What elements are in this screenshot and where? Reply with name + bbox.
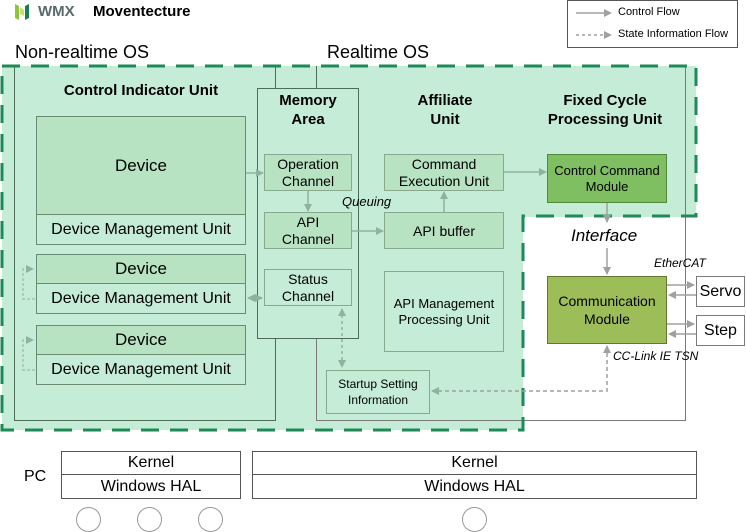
dashed-arrow-icon (576, 31, 612, 39)
api-channel-line2: Channel (281, 230, 335, 247)
api-management-line2: Processing Unit (398, 311, 490, 327)
status-channel-line1: Status (288, 270, 328, 287)
fixed-cycle-unit-title: Fixed Cycle Processing Unit (530, 90, 680, 130)
app-title: Moventecture (93, 3, 191, 20)
api-buffer[interactable]: API buffer (384, 212, 504, 249)
device-3[interactable]: Device (37, 326, 245, 355)
affiliate-unit-title-line1: Affiliate (417, 92, 473, 109)
cpu-core-icon (137, 507, 162, 532)
device-management-unit-2[interactable]: Device Management Unit (51, 289, 231, 307)
device-block-2: Device Device Management Unit (36, 254, 246, 314)
legend-item-control-flow: Control Flow (572, 5, 737, 21)
api-management-line1: API Management (393, 295, 495, 311)
operation-channel-line1: Operation (277, 155, 339, 172)
device-block-3: Device Device Management Unit (36, 325, 246, 385)
left-kernel[interactable]: Kernel (62, 452, 240, 475)
affiliate-unit-title: Affiliate Unit (385, 90, 505, 130)
logo-wordmark: WMX (38, 3, 75, 20)
communication-module-line2: Module (584, 311, 630, 327)
control-indicator-unit-title: Control Indicator Unit (63, 81, 219, 99)
legend: Control Flow State Information Flow (567, 0, 738, 48)
startup-setting-line1: Startup Setting (338, 377, 418, 391)
pc-right-stack: Kernel Windows HAL (252, 451, 697, 499)
legend-item-state-flow: State Information Flow (572, 27, 737, 43)
ethercat-label: EtherCAT (654, 256, 706, 270)
command-execution-line1: Command (411, 155, 477, 172)
device-block-1: Device Device Management Unit (36, 116, 246, 245)
legend-label: State Information Flow (618, 28, 729, 40)
pc-label: PC (24, 468, 47, 485)
cpu-core-icon (462, 507, 487, 532)
affiliate-unit-title-line2: Unit (430, 111, 460, 128)
cpu-core-icon (76, 507, 101, 532)
device-1[interactable]: Device (37, 117, 245, 215)
queuing-label: Queuing (342, 194, 392, 209)
left-windows-hal[interactable]: Windows HAL (100, 477, 202, 495)
pc-left-stack: Kernel Windows HAL (61, 451, 241, 499)
fixed-cycle-title-line2: Processing Unit (547, 111, 663, 128)
cclink-ie-tsn-label: CC-Link IE TSN (613, 349, 699, 363)
communication-module[interactable]: Communication Module (547, 276, 667, 344)
operation-channel[interactable]: Operation Channel (264, 154, 352, 191)
device-management-unit-3[interactable]: Device Management Unit (51, 360, 231, 378)
command-execution-line2: Execution Unit (398, 172, 490, 189)
device-management-unit-1[interactable]: Device Management Unit (51, 220, 231, 238)
nonrealtime-os-label: Non-realtime OS (15, 42, 150, 62)
communication-module-line1: Communication (558, 293, 656, 309)
step-device[interactable]: Step (696, 315, 745, 346)
solid-arrow-icon (576, 9, 612, 17)
right-kernel[interactable]: Kernel (253, 452, 696, 475)
memory-area-title-line1: Memory (279, 92, 337, 109)
api-channel-line1: API (296, 213, 320, 230)
control-command-line2: Module (585, 178, 629, 194)
device-2[interactable]: Device (37, 255, 245, 284)
status-channel[interactable]: Status Channel (264, 269, 352, 306)
memory-area-title-line2: Area (291, 111, 325, 128)
startup-setting-information[interactable]: Startup Setting Information (326, 370, 430, 414)
operation-channel-line2: Channel (281, 172, 335, 189)
servo-device[interactable]: Servo (696, 276, 745, 307)
right-windows-hal[interactable]: Windows HAL (424, 477, 525, 495)
fixed-cycle-title-line1: Fixed Cycle (563, 92, 647, 109)
startup-setting-line2: Information (347, 393, 409, 407)
command-execution-unit[interactable]: Command Execution Unit (384, 154, 504, 191)
realtime-os-label: Realtime OS (327, 42, 430, 62)
interface-title: Interface (571, 226, 638, 245)
status-channel-line2: Channel (281, 287, 335, 304)
legend-label: Control Flow (618, 6, 680, 18)
realtime-os-frame-top (316, 66, 317, 88)
control-command-module[interactable]: Control Command Module (547, 154, 667, 203)
cpu-core-icon (198, 507, 223, 532)
memory-area-title: Memory Area (257, 90, 359, 130)
api-channel[interactable]: API Channel (264, 212, 352, 249)
control-command-line1: Control Command (554, 162, 660, 178)
logo (14, 2, 94, 22)
api-management-processing-unit[interactable]: API Management Processing Unit (384, 271, 504, 352)
wmx-logo-icon (15, 4, 29, 20)
